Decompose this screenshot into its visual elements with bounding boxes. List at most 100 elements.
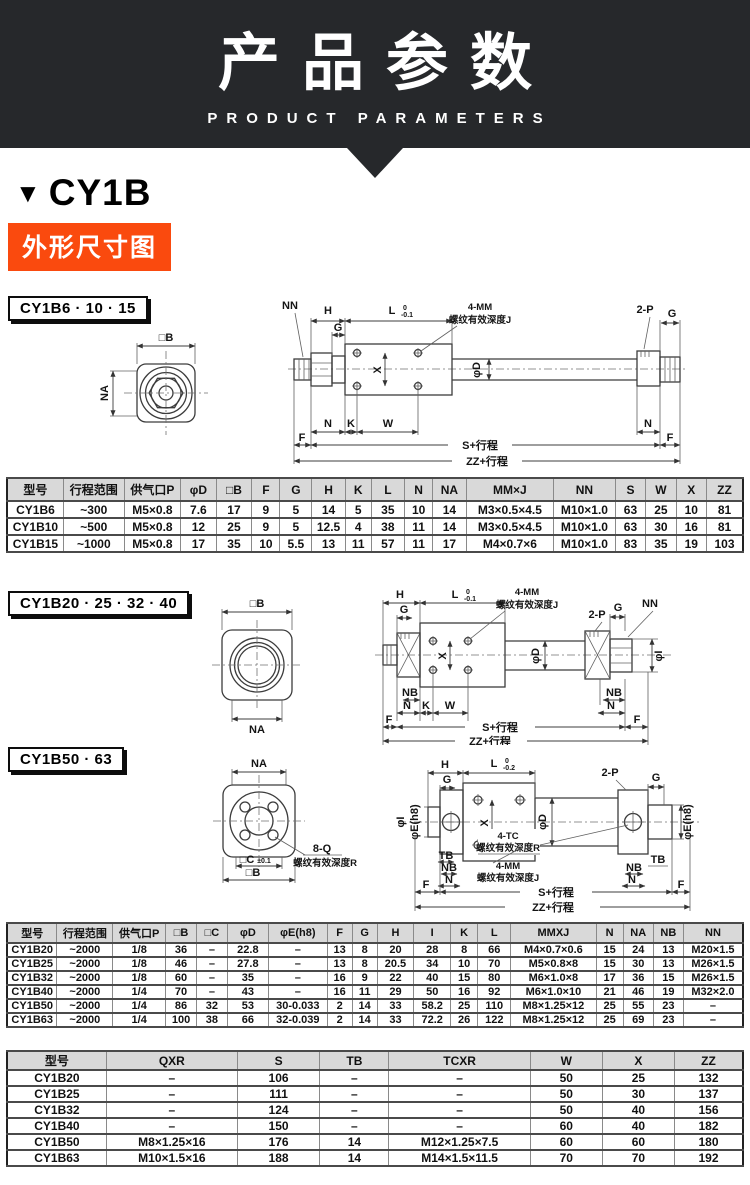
value-cell: M4×0.7×0.6 xyxy=(510,942,597,958)
tol-top: 0 xyxy=(403,305,407,312)
value-cell: 8 xyxy=(450,942,479,958)
note-4mm: 4-MM xyxy=(515,587,539,598)
column-header: TB xyxy=(319,1050,390,1071)
value-cell: 15 xyxy=(450,970,479,986)
dim-label-square-b: □B xyxy=(246,867,261,879)
front-view-2: □B NA xyxy=(212,598,302,736)
value-cell: 46 xyxy=(622,984,654,1000)
tol-bottom: -0.1 xyxy=(401,312,413,319)
value-cell: 8 xyxy=(351,942,378,958)
column-header: 供气口P xyxy=(123,477,182,502)
dim-label-tb-right: TB xyxy=(651,854,666,866)
dimension-section-label: 外形尺寸图 xyxy=(8,223,172,271)
value-cell: 192 xyxy=(674,1149,744,1167)
dimension-diagram-1: □B NA NN xyxy=(0,289,750,475)
triangle-marker-icon: ▼ xyxy=(15,178,41,208)
value-cell: M10×1.5×16 xyxy=(105,1149,238,1167)
value-cell: 22.8 xyxy=(226,942,269,958)
value-cell: ~2000 xyxy=(56,970,114,986)
value-cell: 9 xyxy=(251,500,281,519)
dim-label-w: W xyxy=(445,700,456,712)
column-header: K xyxy=(344,477,372,502)
dim-label-n-right: N xyxy=(628,874,636,886)
dim-label-square-b: □B xyxy=(159,332,174,344)
value-cell: 60 xyxy=(529,1117,603,1135)
value-cell: 23 xyxy=(652,998,684,1014)
note-thread-j: 螺纹有效深度J xyxy=(496,599,558,611)
value-cell: 70 xyxy=(165,984,197,1000)
dim-label-s-stroke: S+行程 xyxy=(462,438,498,452)
value-cell: ~2000 xyxy=(56,984,114,1000)
column-header: φD xyxy=(180,477,217,502)
value-cell: 25 xyxy=(215,517,253,536)
dim-label-w: W xyxy=(383,418,394,430)
value-cell: 20 xyxy=(376,942,415,958)
dim-label-l: L xyxy=(389,305,396,317)
model-cell: CY1B32 xyxy=(6,970,58,986)
dim-label-g-right: G xyxy=(614,602,623,614)
dim-label-n-right: N xyxy=(644,418,652,430)
value-cell: 55 xyxy=(622,998,654,1014)
value-cell: 33 xyxy=(376,998,415,1014)
value-cell: 111 xyxy=(236,1085,321,1103)
column-header: H xyxy=(376,922,415,944)
value-cell: – xyxy=(388,1117,531,1135)
value-cell: 86 xyxy=(165,998,197,1014)
value-cell: 28 xyxy=(413,942,452,958)
value-cell: ~2000 xyxy=(56,998,114,1014)
value-cell: 1/4 xyxy=(112,1012,167,1028)
value-cell: 7.6 xyxy=(180,500,217,519)
column-header: N xyxy=(404,477,434,502)
value-cell: 100 xyxy=(165,1012,197,1028)
dim-label-k: K xyxy=(347,418,355,430)
dim-label-phi-e-left: φE(h8) xyxy=(409,804,421,840)
value-cell: 13 xyxy=(652,956,684,972)
value-cell: 156 xyxy=(674,1101,744,1119)
value-cell: 122 xyxy=(477,1012,512,1028)
value-cell: ~2000 xyxy=(56,1012,114,1028)
value-cell: 81 xyxy=(706,517,744,536)
value-cell: 38 xyxy=(370,517,406,536)
value-cell: M6×1.0×8 xyxy=(510,970,597,986)
value-cell: M10×1.0 xyxy=(553,517,616,536)
value-cell: 2 xyxy=(326,1012,353,1028)
value-cell: – xyxy=(267,942,328,958)
dim-label-na: NA xyxy=(99,385,111,401)
tol-bottom: -0.1 xyxy=(464,596,476,603)
value-cell: M12×1.25×7.5 xyxy=(388,1133,531,1151)
value-cell: 29 xyxy=(376,984,415,1000)
value-cell: 50 xyxy=(413,984,452,1000)
value-cell: 9 xyxy=(251,517,281,536)
value-cell: M5×0.8 xyxy=(123,500,182,519)
column-header: 型号 xyxy=(6,477,64,502)
value-cell: 40 xyxy=(601,1101,676,1119)
dim-label-l: L xyxy=(452,589,459,601)
value-cell: M20×1.5 xyxy=(682,942,744,958)
value-cell: – xyxy=(267,984,328,1000)
value-cell: 35 xyxy=(226,970,269,986)
column-header: L xyxy=(370,477,406,502)
column-header: 型号 xyxy=(6,922,58,944)
value-cell: 32-0.039 xyxy=(267,1012,328,1028)
dim-label-zz-stroke: ZZ+行程 xyxy=(532,900,574,914)
column-header: φE(h8) xyxy=(267,922,328,944)
dimension-diagram-3: NA □C ±0.1 □B 8-Q 螺纹有效深度R φI xyxy=(0,745,750,917)
column-header: S xyxy=(236,1050,321,1071)
value-cell: 5 xyxy=(279,500,313,519)
value-cell: 16 xyxy=(675,517,708,536)
note-4tc: 4-TC xyxy=(497,831,518,842)
value-cell: 5 xyxy=(344,500,372,519)
value-cell: 25 xyxy=(601,1069,676,1087)
banner-notch-triangle xyxy=(347,148,403,178)
dim-label-s-stroke: S+行程 xyxy=(482,720,518,734)
value-cell: 58.2 xyxy=(413,998,452,1014)
dim-label-f-left: F xyxy=(386,714,393,726)
